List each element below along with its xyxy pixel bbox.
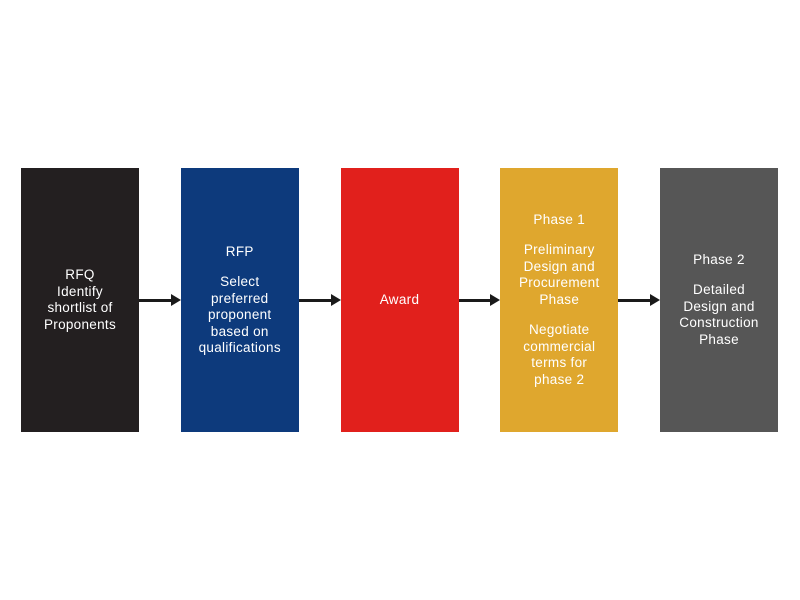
flow-arrow <box>458 293 501 307</box>
arrow-shaft <box>139 298 171 302</box>
stage-text-line: Phase <box>539 291 580 307</box>
arrow-head-icon <box>330 294 341 306</box>
arrow-head-icon <box>170 294 181 306</box>
stage-paragraph: Phase 2 <box>693 252 745 269</box>
stage-text-line: Award <box>379 291 420 307</box>
stage-text-line: Phase 2 <box>693 251 745 267</box>
stage-paragraph: Negotiate commercial terms for phase 2 <box>523 322 595 388</box>
stage-text-line: Design and <box>683 298 755 314</box>
arrow-shaft <box>618 298 650 302</box>
stage-text-line: proponent <box>207 307 272 322</box>
stage-text-line: phase 2 <box>534 371 585 387</box>
flow-arrow <box>298 293 341 307</box>
stage-paragraph: Award <box>380 292 420 309</box>
stage-paragraph: RFP <box>226 244 254 261</box>
stage-paragraph: Preliminary Design and Procurement Phase <box>519 242 600 308</box>
stage-text-line: preferred <box>211 290 269 306</box>
stage-text-line: Preliminary <box>523 242 595 258</box>
stage-box-phase-2: Phase 2 Detailed Design and Construction… <box>660 168 778 432</box>
stage-text-line: Phase <box>699 331 739 347</box>
stage-text-line: commercial <box>523 338 596 354</box>
stage-box-phase-1: Phase 1 Preliminary Design and Procureme… <box>500 168 619 432</box>
stage-text-line: Detailed <box>693 282 745 298</box>
stage-text-line: RFQ <box>65 267 95 282</box>
stage-paragraph: RFQ Identify shortlist of Proponents <box>44 267 116 333</box>
arrow-head-icon <box>490 294 501 306</box>
stage-text-line: terms for <box>531 355 588 371</box>
flow-row: RFQ Identify shortlist of Proponents RFP… <box>21 168 778 432</box>
arrow-shaft <box>298 298 331 302</box>
stage-paragraph: Select preferred proponent based on qual… <box>199 274 281 357</box>
stage-box-rfp: RFP Select preferred proponent based on … <box>180 168 299 432</box>
stage-text-line: Design and <box>523 258 595 274</box>
stage-text-line: Phase 1 <box>533 211 586 227</box>
stage-box-rfq: RFQ Identify shortlist of Proponents <box>21 168 139 432</box>
stage-text-line: RFP <box>225 243 254 259</box>
stage-text-line: based on <box>210 323 269 339</box>
arrow-head-icon <box>650 294 660 306</box>
stage-text-line: Select <box>220 274 260 289</box>
stage-text-line: Negotiate <box>528 322 590 338</box>
arrow-shaft <box>458 298 491 302</box>
flow-arrow <box>618 293 660 307</box>
stage-box-award: Award <box>340 168 459 432</box>
stage-text-line: Construction <box>679 315 759 331</box>
stage-paragraph: Phase 1 <box>533 212 585 229</box>
stage-text-line: Procurement <box>518 275 600 291</box>
stage-text-line: Proponents <box>43 316 117 332</box>
stage-paragraph: Detailed Design and Construction Phase <box>679 282 758 348</box>
stage-text-line: Identify <box>57 283 103 299</box>
flow-arrow <box>139 293 181 307</box>
stage-text-line: qualifications <box>198 340 281 355</box>
stage-text-line: shortlist of <box>47 300 113 315</box>
